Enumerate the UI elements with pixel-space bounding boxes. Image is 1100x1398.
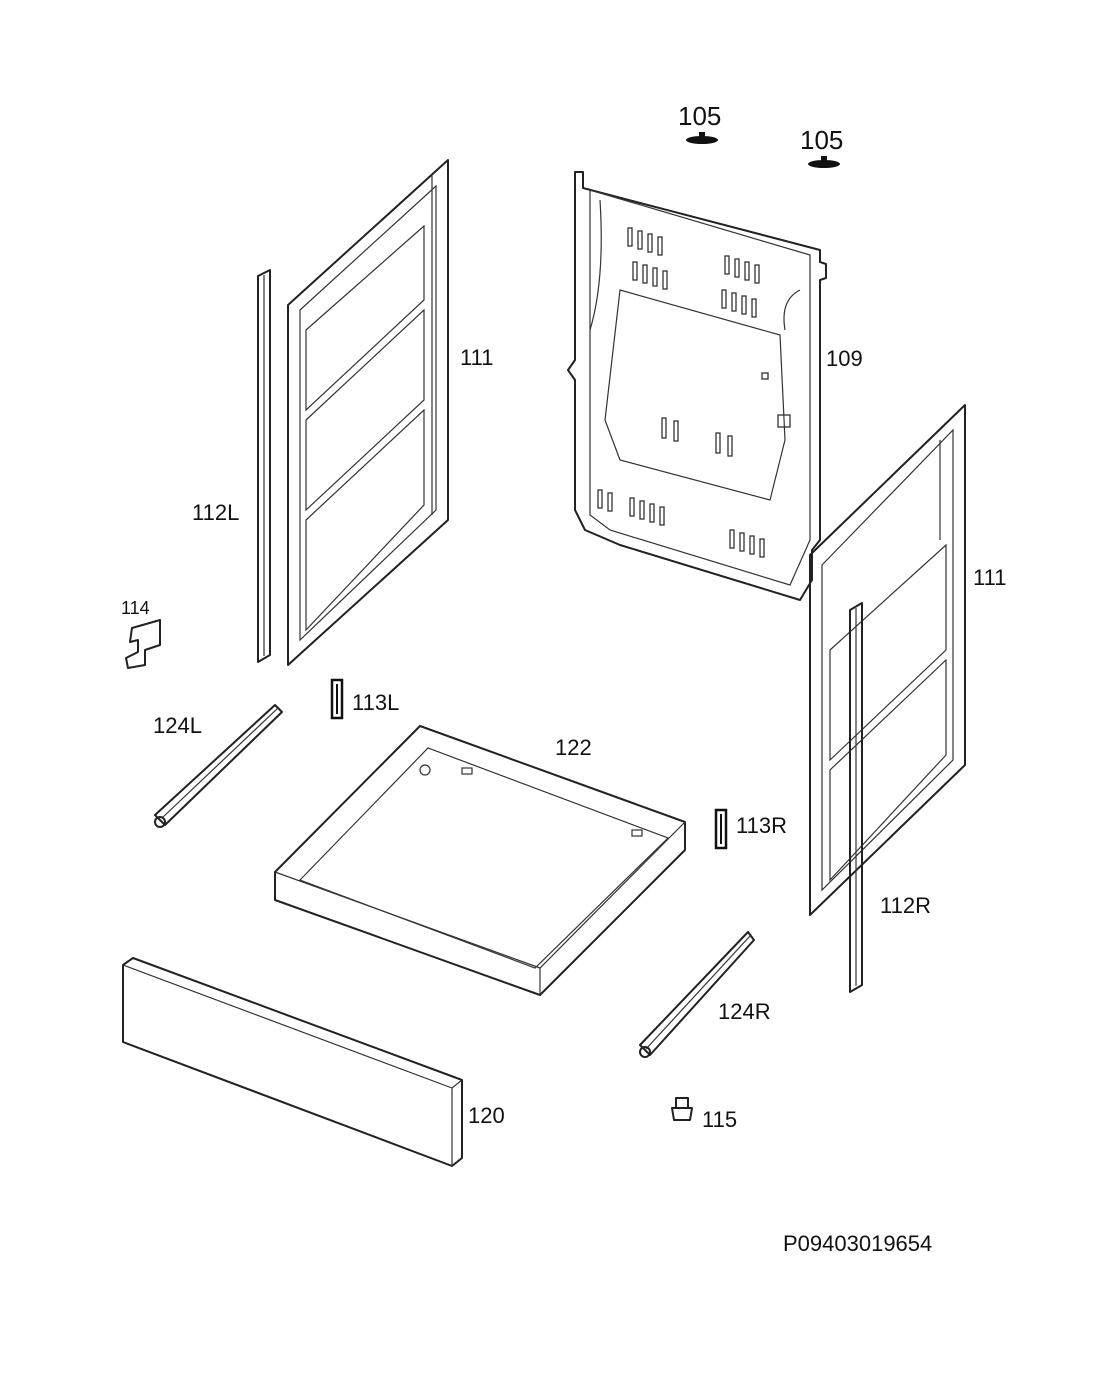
- label-112l: 112L: [192, 500, 239, 525]
- diagram-code: P09403019654: [783, 1231, 932, 1256]
- label-124r: 124R: [718, 999, 771, 1024]
- label-115: 115: [702, 1107, 737, 1132]
- part-111-right-side-frame[interactable]: [809, 404, 966, 916]
- part-111-left-side-frame[interactable]: [287, 159, 449, 666]
- label-122: 122: [555, 735, 592, 760]
- part-124l-drawer-rail[interactable]: [154, 704, 283, 828]
- part-112r-side-strip[interactable]: [849, 602, 863, 993]
- label-120: 120: [468, 1103, 505, 1128]
- label-105-b: 105: [800, 125, 843, 155]
- label-113l: 113L: [352, 690, 399, 715]
- part-124r-drawer-rail[interactable]: [639, 931, 755, 1058]
- part-109-back-panel[interactable]: [567, 171, 827, 601]
- label-111-right: 111: [973, 565, 1006, 590]
- part-114-clip[interactable]: [125, 619, 161, 669]
- label-114: 114: [121, 598, 150, 618]
- label-105-a: 105: [678, 101, 721, 131]
- part-113r-hinge[interactable]: [714, 808, 728, 850]
- part-105-foot-b[interactable]: [808, 156, 840, 168]
- part-112l-side-strip[interactable]: [257, 269, 271, 663]
- label-113r: 113R: [736, 813, 787, 838]
- part-105-foot-a[interactable]: [686, 132, 718, 144]
- part-113l-hinge[interactable]: [330, 678, 344, 720]
- label-111-left: 111: [460, 345, 493, 370]
- part-115-adjustable-foot[interactable]: [671, 1097, 693, 1121]
- part-120-drawer-front[interactable]: [122, 957, 463, 1167]
- part-122-drawer-box[interactable]: [274, 725, 686, 996]
- label-109: 109: [826, 346, 863, 371]
- label-124l: 124L: [153, 713, 202, 738]
- label-112r: 112R: [880, 893, 931, 918]
